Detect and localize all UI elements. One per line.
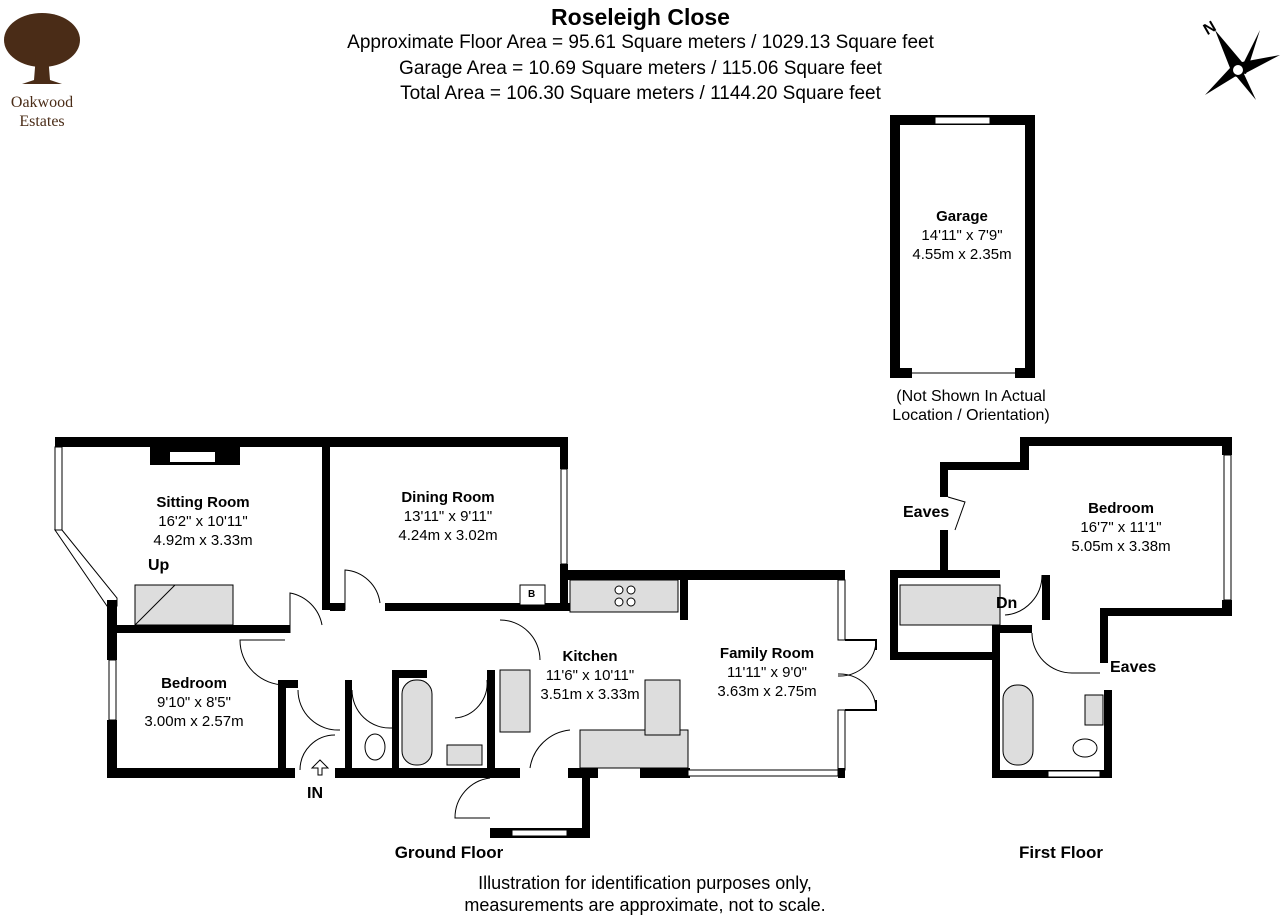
- room-name: Sitting Room: [156, 494, 250, 511]
- room-dimensions-imperial: 9'10" x 8'5": [157, 694, 231, 711]
- garage-area-text: Garage Area = 10.69 Square meters / 115.…: [399, 58, 882, 79]
- room-name: Dining Room: [401, 489, 495, 506]
- eaves-label-1: Eaves: [903, 504, 950, 521]
- room-dimensions-metric: 3.63m x 2.75m: [717, 683, 817, 700]
- garage-note-line-2: Location / Orientation): [892, 407, 1050, 424]
- logo-line-2: Estates: [19, 113, 65, 130]
- total-area-text: Total Area = 106.30 Square meters / 1144…: [400, 83, 881, 104]
- company-logo: Oakwood Estates: [0, 10, 84, 131]
- room-label-sitting-room: Sitting Room 16'2" x 10'11" 4.92m x 3.33…: [153, 493, 252, 550]
- room-label-dining-room: Dining Room 13'11" x 9'11" 4.24m x 3.02m: [398, 488, 497, 545]
- boiler-label: B: [528, 589, 536, 600]
- stairs-down-label: Dn: [996, 595, 1018, 612]
- room-dimensions-imperial: 14'11" x 7'9": [921, 227, 1003, 244]
- first-floor-walls: [890, 437, 1232, 778]
- disclaimer: Illustration for identification purposes…: [464, 872, 825, 916]
- garage-note: (Not Shown In Actual Location / Orientat…: [892, 387, 1049, 425]
- room-name: Bedroom: [1088, 500, 1154, 517]
- property-title: Roseleigh Close: [551, 4, 730, 30]
- room-dimensions-metric: 4.24m x 3.02m: [398, 527, 498, 544]
- room-label-bedroom-first: Bedroom 16'7" x 11'1" 5.05m x 3.38m: [1071, 499, 1170, 556]
- room-dimensions-imperial: 16'7" x 11'1": [1080, 519, 1162, 536]
- oak-tree-icon: [4, 13, 80, 84]
- room-dimensions-metric: 3.51m x 3.33m: [540, 686, 640, 703]
- first-floor-label: First Floor: [1018, 843, 1104, 862]
- svg-text:N: N: [1201, 18, 1220, 39]
- entrance-label: IN: [307, 785, 323, 802]
- floor-area-text: Approximate Floor Area = 95.61 Square me…: [347, 32, 934, 53]
- logo-line-1: Oakwood: [10, 94, 74, 111]
- ground-floor-label: Ground Floor: [394, 843, 504, 862]
- room-name: Garage: [936, 208, 988, 225]
- room-dimensions-imperial: 13'11" x 9'11": [403, 508, 493, 525]
- eaves-label-2: Eaves: [1110, 659, 1157, 676]
- room-label-bedroom-ground: Bedroom 9'10" x 8'5" 3.00m x 2.57m: [144, 674, 243, 731]
- garage-plan: [890, 115, 1035, 378]
- room-dimensions-metric: 5.05m x 3.38m: [1071, 538, 1171, 555]
- disclaimer-line-2: measurements are approximate, not to sca…: [464, 895, 826, 915]
- room-name: Family Room: [719, 645, 815, 662]
- room-dimensions-metric: 3.00m x 2.57m: [144, 713, 244, 730]
- stairs-up-label: Up: [148, 557, 170, 574]
- room-label-garage: Garage 14'11" x 7'9" 4.55m x 2.35m: [912, 207, 1011, 264]
- ground-floor-walls: [54, 437, 877, 838]
- room-dimensions-metric: 4.55m x 2.35m: [912, 246, 1012, 263]
- disclaimer-line-1: Illustration for identification purposes…: [478, 873, 812, 893]
- compass-icon: N: [1201, 18, 1280, 100]
- room-dimensions-metric: 4.92m x 3.33m: [153, 532, 253, 549]
- room-name: Kitchen: [562, 648, 618, 665]
- room-dimensions-imperial: 11'11" x 9'0": [726, 664, 808, 681]
- garage-note-line-1: (Not Shown In Actual: [896, 388, 1046, 405]
- room-dimensions-imperial: 16'2" x 10'11": [158, 513, 248, 530]
- room-dimensions-imperial: 11'6" x 10'11": [545, 667, 635, 684]
- room-label-kitchen: Kitchen 11'6" x 10'11" 3.51m x 3.33m: [540, 647, 639, 704]
- room-label-family-room: Family Room 11'11" x 9'0" 3.63m x 2.75m: [717, 644, 816, 701]
- room-name: Bedroom: [161, 675, 227, 692]
